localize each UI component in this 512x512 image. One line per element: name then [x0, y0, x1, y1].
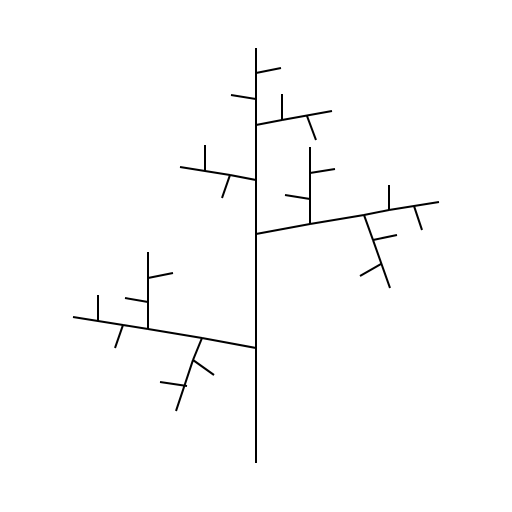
- tree-branch-34: [309, 168, 336, 174]
- tree-branch-39: [255, 119, 283, 126]
- tree-branch-22: [309, 214, 365, 225]
- tree-branch-40: [281, 110, 333, 121]
- tree-branch-7: [201, 337, 257, 349]
- tree-branch-29: [372, 234, 398, 241]
- tree-branch-19: [192, 359, 215, 376]
- tree-branch-35: [229, 174, 257, 181]
- tree-branch-26: [413, 205, 423, 231]
- tree-branch-43: [230, 94, 257, 100]
- tree-branch-44: [255, 67, 282, 74]
- tree-branch-15: [124, 297, 149, 303]
- tree-branch-23: [363, 209, 390, 216]
- tree-branch-12: [114, 324, 124, 349]
- tree-branch-8: [147, 328, 203, 339]
- tree-branch-30: [359, 263, 382, 277]
- tree-branch-9: [122, 324, 149, 330]
- tree-branch-27: [363, 214, 374, 241]
- tree-branch-28: [372, 239, 391, 289]
- tree-branch-17: [192, 337, 203, 361]
- tree-branch-37: [221, 174, 231, 199]
- tree-branch-33: [284, 194, 311, 200]
- tree-branch-16: [147, 272, 174, 279]
- tree-branch-42: [306, 115, 317, 141]
- tree-branch-20: [159, 381, 188, 387]
- tree-branch-21: [255, 223, 311, 235]
